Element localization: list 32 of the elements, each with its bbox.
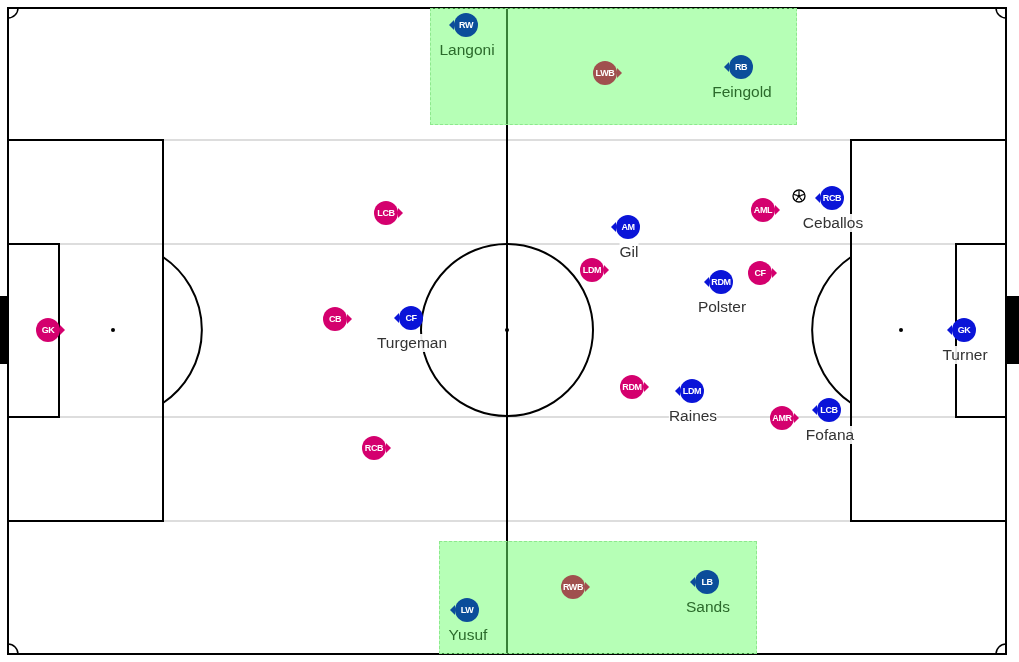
position-marker: RDM [709, 270, 733, 294]
position-marker: RCB [362, 436, 386, 460]
position-marker: LDM [580, 258, 604, 282]
position-marker: CB [323, 307, 347, 331]
position-marker: CF [399, 306, 423, 330]
player-name: Turner [942, 346, 988, 364]
position-marker: LCB [374, 201, 398, 225]
position-marker: LCB [817, 398, 841, 422]
player-name: Ceballos [802, 214, 864, 232]
player-name: Fofana [805, 426, 855, 444]
player-name: Feingold [712, 83, 772, 101]
position-marker: RW [454, 13, 478, 37]
player-name: Yusuf [448, 626, 488, 644]
highlight-zone [430, 8, 797, 125]
position-marker: AMR [770, 406, 794, 430]
position-marker: RWB [561, 575, 585, 599]
position-marker: LB [695, 570, 719, 594]
position-marker: LW [455, 598, 479, 622]
player-name: Sands [686, 598, 730, 616]
highlight-zone [439, 541, 757, 654]
position-marker: GK [952, 318, 976, 342]
position-marker: LWB [593, 61, 617, 85]
position-marker: RCB [820, 186, 844, 210]
player-name: Langoni [439, 41, 495, 59]
player-name: Turgeman [376, 334, 448, 352]
position-marker: CF [748, 261, 772, 285]
position-marker: GK [36, 318, 60, 342]
position-marker: AML [751, 198, 775, 222]
position-marker: AM [616, 215, 640, 239]
position-marker: RDM [620, 375, 644, 399]
position-marker: LDM [680, 379, 704, 403]
position-marker: RB [729, 55, 753, 79]
